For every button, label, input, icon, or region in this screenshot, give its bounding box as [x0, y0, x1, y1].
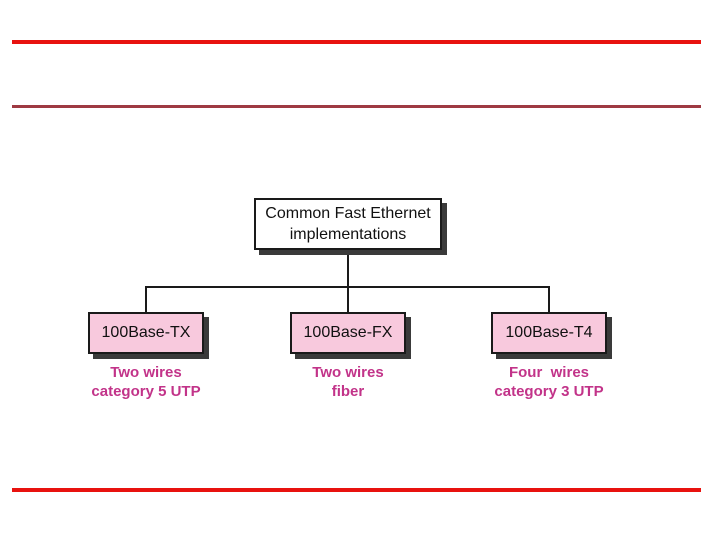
caption-line: category 3 UTP [494, 383, 604, 400]
caption-line: category 5 UTP [91, 383, 201, 400]
caption-line: Two wires [110, 364, 182, 381]
root-node: Common Fast Ethernet implementations [254, 198, 442, 250]
node-caption: Four wires category 3 UTP [469, 363, 629, 401]
node-label: 100Base-TX [101, 324, 191, 341]
connector-drop-right [548, 286, 550, 312]
child-node-100base-tx: 100Base-TX [88, 312, 204, 354]
connector-drop-center [347, 286, 349, 312]
node-label: 100Base-T4 [505, 324, 593, 341]
node-caption: Two wires category 5 UTP [66, 363, 226, 401]
child-node-100base-t4: 100Base-T4 [491, 312, 607, 354]
connector-drop-left [145, 286, 147, 312]
node-caption: Two wires fiber [268, 363, 428, 401]
top-primary-rule [12, 40, 701, 44]
caption-line: fiber [331, 383, 365, 400]
top-secondary-rule [12, 105, 701, 108]
child-cell-100base-tx: 100Base-TX Two wires category 5 UTP [66, 312, 226, 401]
root-node-label-line2: implementations [289, 226, 407, 243]
root-node-label-line1: Common Fast Ethernet [265, 205, 431, 222]
connector-stem [347, 250, 349, 288]
caption-line: Two wires [312, 364, 384, 381]
node-label: 100Base-FX [303, 324, 393, 341]
child-node-100base-fx: 100Base-FX [290, 312, 406, 354]
child-cell-100base-fx: 100Base-FX Two wires fiber [268, 312, 428, 401]
child-cell-100base-t4: 100Base-T4 Four wires category 3 UTP [469, 312, 629, 401]
caption-line: Four wires [508, 364, 590, 381]
bottom-rule [12, 488, 701, 492]
